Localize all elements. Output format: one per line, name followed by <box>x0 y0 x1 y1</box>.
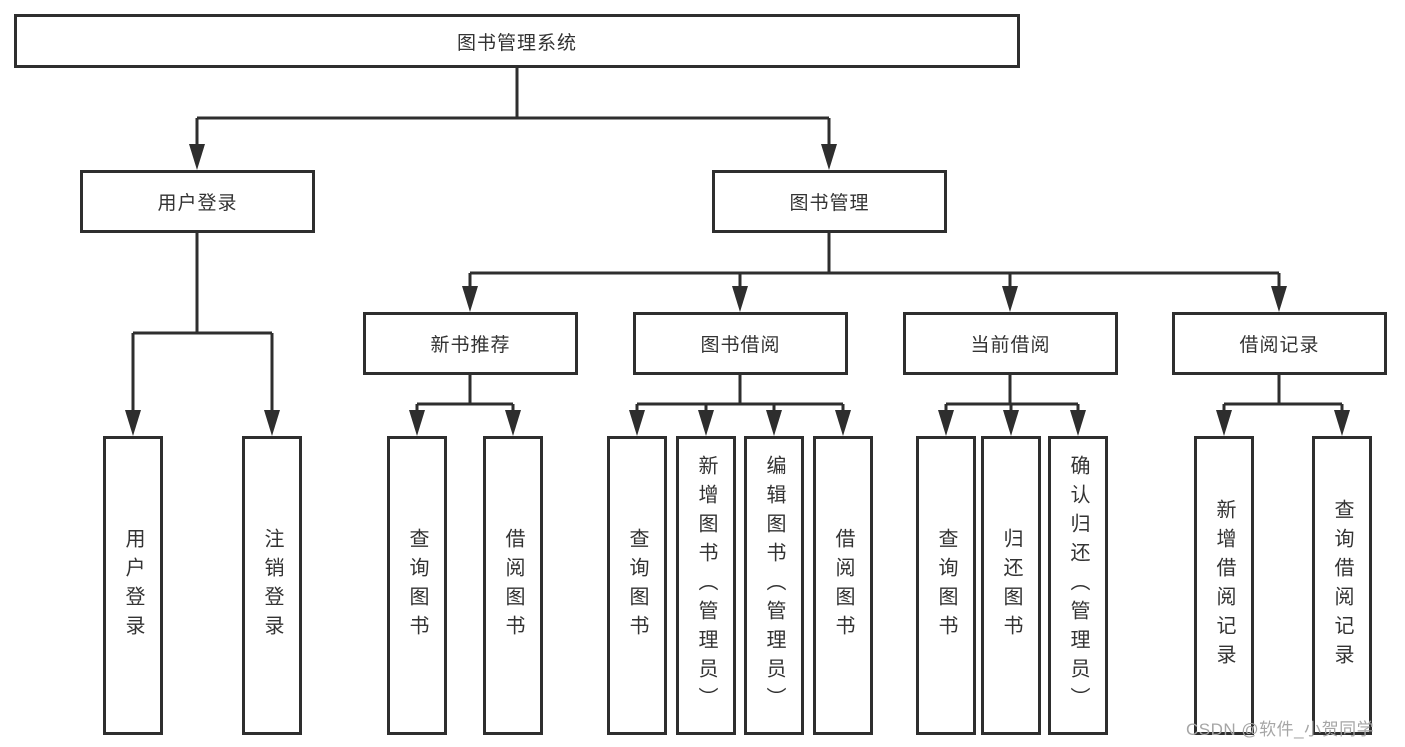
node-book-management-label: 图书管理 <box>789 193 870 214</box>
tree-edges <box>131 68 1344 416</box>
csdn-watermark: CSDN @软件_小贺同学 <box>1186 720 1375 739</box>
node-root: 图书管理系统 <box>14 14 1020 68</box>
node-new-book-recommend-label: 新书推荐 <box>430 335 511 356</box>
leaf-return-books: 归还图书 <box>981 436 1041 735</box>
leaf-add-borrow-record: 新增借阅记录 <box>1194 436 1254 735</box>
leaf-confirm-return-admin: 确认归还（管理员） <box>1048 436 1108 735</box>
leaf-borrowing-query-books-label: 查询图书 <box>626 527 648 644</box>
leaf-recommend-borrow-books-label: 借阅图书 <box>502 527 524 644</box>
node-borrowing-records: 借阅记录 <box>1172 312 1387 375</box>
node-root-label: 图书管理系统 <box>456 32 577 54</box>
leaf-add-books-admin-label: 新增图书（管理员） <box>695 455 717 716</box>
node-user-login-label: 用户登录 <box>157 193 238 214</box>
arrowhead-icons <box>125 144 1350 436</box>
leaf-return-books-label: 归还图书 <box>1000 527 1022 644</box>
leaf-add-books-admin: 新增图书（管理员） <box>676 436 736 735</box>
leaf-user-login-label: 用户登录 <box>122 527 144 644</box>
node-current-borrowing: 当前借阅 <box>903 312 1118 375</box>
leaf-recommend-query-books: 查询图书 <box>387 436 447 735</box>
leaf-borrowing-query-books: 查询图书 <box>607 436 667 735</box>
leaf-edit-books-admin-label: 编辑图书（管理员） <box>763 455 785 716</box>
leaf-query-borrow-record: 查询借阅记录 <box>1312 436 1372 735</box>
leaf-current-query-books-label: 查询图书 <box>935 527 957 644</box>
node-book-borrowing: 图书借阅 <box>633 312 848 375</box>
leaf-recommend-query-books-label: 查询图书 <box>406 527 428 644</box>
leaf-current-query-books: 查询图书 <box>916 436 976 735</box>
leaf-logout-label: 注销登录 <box>261 527 283 644</box>
leaf-query-borrow-record-label: 查询借阅记录 <box>1331 498 1353 673</box>
node-user-login: 用户登录 <box>80 170 315 233</box>
leaf-add-borrow-record-label: 新增借阅记录 <box>1213 498 1235 673</box>
node-borrowing-records-label: 借阅记录 <box>1239 335 1320 356</box>
node-new-book-recommend: 新书推荐 <box>363 312 578 375</box>
leaf-recommend-borrow-books: 借阅图书 <box>483 436 543 735</box>
leaf-logout: 注销登录 <box>242 436 302 735</box>
leaf-confirm-return-admin-label: 确认归还（管理员） <box>1067 455 1089 716</box>
node-current-borrowing-label: 当前借阅 <box>970 335 1051 356</box>
leaf-borrowing-borrow-books-label: 借阅图书 <box>832 527 854 644</box>
node-book-management: 图书管理 <box>712 170 947 233</box>
leaf-edit-books-admin: 编辑图书（管理员） <box>744 436 804 735</box>
node-book-borrowing-label: 图书借阅 <box>700 335 781 356</box>
leaf-borrowing-borrow-books: 借阅图书 <box>813 436 873 735</box>
leaf-user-login: 用户登录 <box>103 436 163 735</box>
